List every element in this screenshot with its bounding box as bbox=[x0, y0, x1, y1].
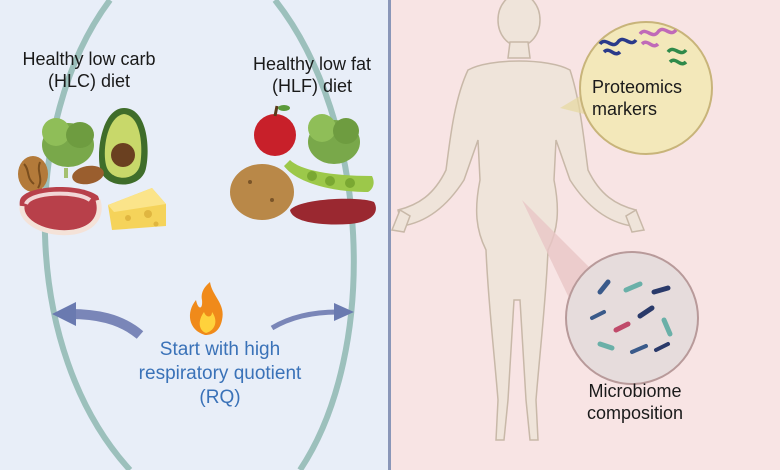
microbiome-line2: composition bbox=[586, 403, 684, 423]
proteomics-label: Proteomics markers bbox=[592, 76, 722, 120]
hlc-line1: Healthy low carb bbox=[22, 49, 156, 69]
panel-divider bbox=[388, 0, 391, 470]
rq-label: Start with high respiratory quotient (RQ… bbox=[120, 338, 320, 410]
kale-icon bbox=[42, 118, 94, 178]
beef-icon bbox=[290, 198, 376, 225]
hlf-line2: (HLF) diet bbox=[271, 76, 352, 96]
almond-icon bbox=[72, 165, 104, 185]
diet-loop bbox=[41, 0, 357, 470]
rq-line3: (RQ) bbox=[199, 387, 241, 408]
arrow-left-icon bbox=[52, 302, 144, 339]
cheese-icon bbox=[108, 188, 166, 230]
microbiome-label: Microbiome composition bbox=[560, 380, 710, 424]
kale-icon-2 bbox=[308, 114, 360, 164]
microbiome-pointer bbox=[522, 200, 590, 300]
microbiome-circle bbox=[565, 251, 699, 385]
hlc-diet-label: Healthy low carb (HLC) diet bbox=[4, 48, 174, 92]
protein-strands-icon bbox=[598, 27, 688, 66]
hlf-line1: Healthy low fat bbox=[252, 54, 372, 74]
potato-icon bbox=[230, 164, 294, 220]
arrow-right-icon bbox=[270, 303, 354, 331]
proteomics-circle bbox=[579, 21, 713, 155]
human-body-icon bbox=[390, 0, 646, 441]
edamame-icon bbox=[284, 160, 374, 192]
proteomics-line2: markers bbox=[592, 99, 658, 119]
hlc-line2: (HLC) diet bbox=[47, 71, 131, 91]
apple-icon bbox=[254, 105, 296, 156]
hlf-diet-label: Healthy low fat (HLF) diet bbox=[232, 53, 392, 97]
rq-line1: Start with high bbox=[159, 339, 281, 360]
rq-line2: respiratory quotient bbox=[138, 363, 302, 384]
walnut-icon bbox=[18, 156, 48, 192]
proteomics-line1: Proteomics bbox=[592, 77, 683, 97]
bacteria-icon bbox=[590, 279, 673, 354]
microbiome-line1: Microbiome bbox=[588, 381, 682, 401]
steak-icon bbox=[19, 186, 102, 236]
flame-icon bbox=[189, 282, 223, 335]
avocado-icon bbox=[99, 108, 148, 185]
